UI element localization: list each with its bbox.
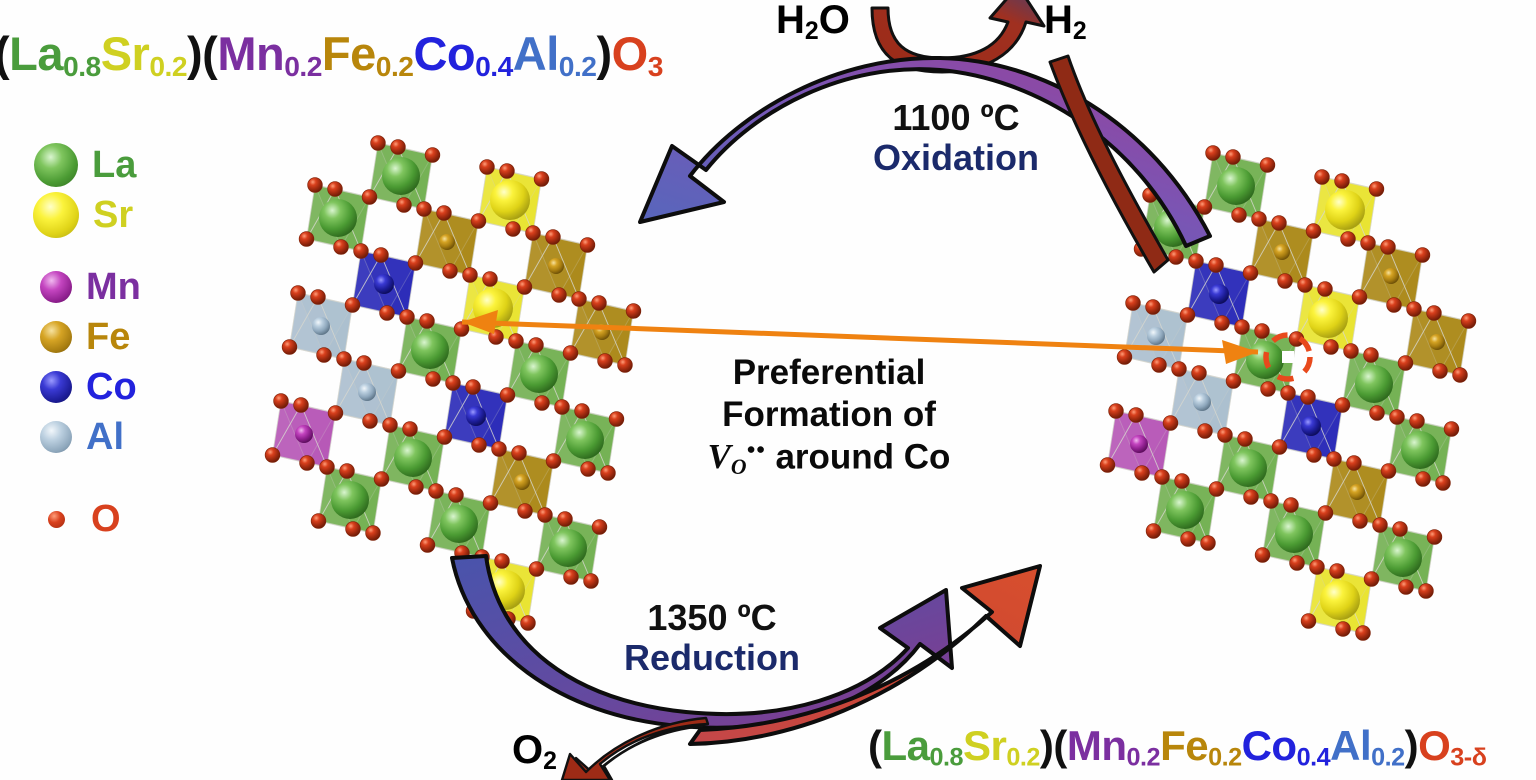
center-caption: Preferential Formation of VO•• around Co [648, 352, 1010, 480]
formula-red-la-sub: 0.8 [929, 743, 964, 772]
reduction-process-name: Reduction [624, 637, 800, 679]
reduction-arc [450, 554, 954, 730]
formula-reduced: (La0.8Sr0.2)(Mn0.2Fe0.2Co0.4Al0.2)O3-δ [868, 722, 1487, 772]
formula-co-sub: 0.4 [475, 50, 513, 83]
formula-fe: Fe [321, 27, 376, 80]
legend-label-co: Co [86, 366, 137, 408]
formula-mn: Mn [217, 27, 285, 80]
formula-fe-sub: 0.2 [375, 50, 414, 83]
element-legend: La Sr Mn Fe Co Al O [30, 140, 200, 544]
oxidation-process-name: Oxidation [872, 137, 1039, 179]
sr-sphere-icon [33, 192, 79, 238]
legend-item-al: Al [30, 412, 200, 462]
legend-item-mn: Mn [30, 262, 200, 312]
formula-red-co-sub: 0.4 [1296, 743, 1331, 772]
legend-item-la: La [30, 140, 200, 190]
oxygen-vacancy-marker [1263, 332, 1313, 382]
formula-oxidized: (La0.8Sr0.2)(Mn0.2Fe0.2Co0.4Al0.2)O3 [0, 27, 664, 83]
co-sphere-icon [40, 371, 72, 403]
mn-sphere-icon [40, 271, 72, 303]
formula-red-sr: Sr [963, 722, 1007, 769]
legend-item-co: Co [30, 362, 200, 412]
formula-red-o: O [1418, 722, 1451, 769]
formula-red-fe: Fe [1160, 722, 1209, 769]
legend-item-sr: Sr [30, 190, 200, 240]
vacancy-superscript: •• [746, 437, 766, 464]
formula-la-sub: 0.8 [63, 50, 101, 83]
formula-al: Al [512, 27, 560, 80]
caption-line-2: Formation of [722, 395, 936, 434]
formula-red-mn-sub: 0.2 [1126, 743, 1161, 772]
al-sphere-icon [40, 421, 72, 453]
legend-label-la: La [92, 144, 137, 186]
formula-red-sr-sub: 0.2 [1006, 743, 1040, 772]
label-h2: H2 [1044, 0, 1087, 46]
legend-label-fe: Fe [86, 316, 131, 358]
caption-tail: around Co [765, 437, 951, 477]
legend-label-sr: Sr [93, 194, 134, 236]
oxygen-release-arrow [560, 716, 710, 780]
la-sphere-icon [34, 143, 78, 187]
formula-sr-sub: 0.2 [149, 50, 188, 83]
caption-line-1: Preferential [732, 353, 926, 392]
legend-item-fe: Fe [30, 312, 200, 362]
label-o2: O2 [512, 728, 557, 776]
formula-o-sub: 3 [647, 50, 664, 83]
reduction-temperature: 1350 ºC [647, 597, 777, 638]
vacancy-v: V [707, 437, 731, 477]
reduction-return-arrow [688, 564, 1042, 746]
hydrogen-product-arc [1048, 54, 1170, 274]
legend-label-o: O [91, 498, 121, 540]
formula-red-o-sub: 3-δ [1450, 743, 1487, 772]
o-sphere-icon [48, 510, 65, 528]
formula-o: O [611, 27, 649, 80]
label-h2o: H2O [776, 0, 850, 46]
legend-item-o: O [30, 494, 200, 544]
formula-red-al-sub: 0.2 [1371, 743, 1405, 772]
oxidation-temperature: 1100 ºC [892, 97, 1020, 138]
formula-mn-sub: 0.2 [284, 50, 322, 83]
vacancy-notation: VO•• [707, 437, 766, 480]
formula-al-sub: 0.2 [558, 50, 597, 83]
formula-red-co: Co [1241, 722, 1298, 769]
fe-sphere-icon [40, 321, 72, 353]
legend-label-al: Al [86, 416, 124, 458]
formula-red-al: Al [1330, 722, 1372, 769]
formula-red-la: La [881, 722, 931, 769]
vacancy-subscript: O [730, 455, 747, 480]
formula-red-mn: Mn [1066, 722, 1127, 769]
caption-line-3: VO•• around Co [648, 436, 1010, 480]
reduction-condition-label: 1350 ºC Reduction [562, 597, 862, 679]
oxidation-condition-label: 1100 ºC Oxidation [806, 97, 1106, 179]
formula-red-fe-sub: 0.2 [1208, 743, 1242, 772]
formula-la: La [9, 27, 64, 80]
formula-sr: Sr [100, 27, 150, 80]
orange-double-arrow [461, 310, 1259, 364]
legend-label-mn: Mn [86, 266, 141, 308]
formula-co: Co [413, 27, 476, 80]
